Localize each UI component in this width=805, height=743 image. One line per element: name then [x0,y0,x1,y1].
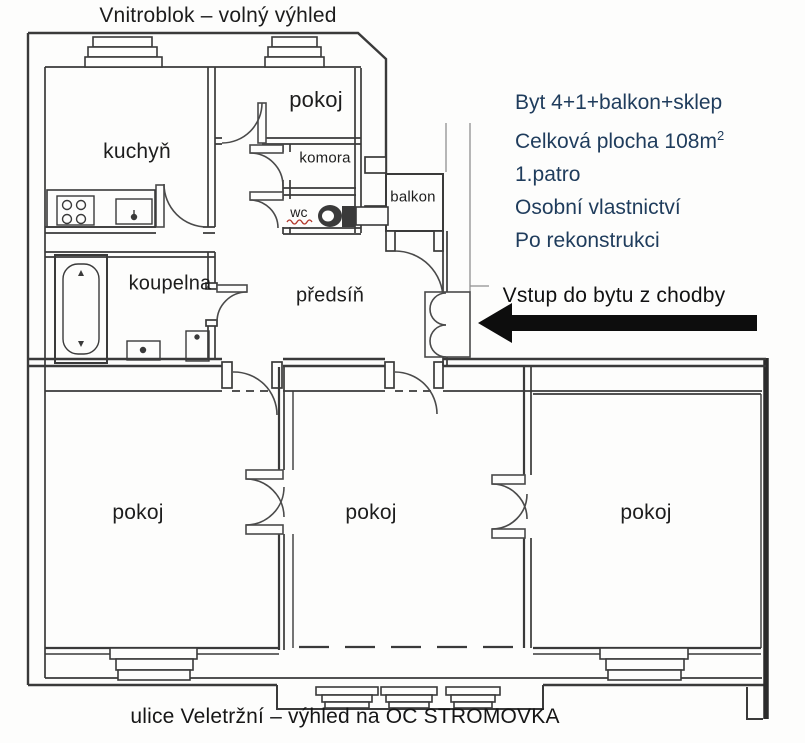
room-label-top-room: pokoj [289,87,343,112]
window-bottom-right-icon [599,647,689,681]
kitchen-bathroom-walls [45,67,218,359]
listing-info-line1: Byt 4+1+balkon+sklep [515,91,723,114]
kitchen-counter-icon [46,189,156,228]
entrance-label: Vstup do bytu z chodby [502,284,726,307]
listing-info-area-sup: 2 [716,128,725,143]
kitchen-sink-icon [115,198,153,225]
window-bottom-left-icon [109,647,198,681]
listing-info-line2: Celková plocha 108m2 [515,119,724,158]
listing-info-line4: Osobní vlastnictví [515,196,681,219]
washer-icon [185,330,210,362]
room-label-kitchen: kuchyň [103,140,171,163]
middle-room-door-icon [394,371,438,415]
listing-info: Byt 4+1+balkon+sklep Celková plocha 108m… [515,86,724,257]
wc-spellcheck-underline [286,219,313,225]
room-label-pantry: komora [299,149,351,167]
window-top-kitchen-icon [84,36,163,68]
hall-walls [442,231,448,366]
room-label-left-room: pokoj [112,501,164,524]
doors [155,102,528,539]
kitchen-door-icon [155,183,208,228]
windows [84,36,689,710]
entrance-arrow-icon [478,303,757,343]
listing-info-line5: Po rekonstrukci [515,229,660,252]
courtyard-caption: Vnitroblok – volný výhled [99,4,337,27]
bathroom-sink-icon [126,340,161,361]
balcony-door-icon [394,250,444,300]
top-room-walls [215,68,362,233]
room-label-bathroom: koupelna [128,272,212,295]
room-label-hall: předsíň [295,284,365,307]
bathtub-icon [54,254,108,364]
wc-door-icon [249,191,284,229]
room-label-middle-room: pokoj [345,501,397,524]
window-top-room-icon [264,36,325,68]
room-label-wc: wc [290,204,308,220]
street-caption: ulice Veletržní – výhled na OC STROMOVKA [130,705,560,728]
bathroom-door-icon [216,284,248,323]
toilet-icon [318,205,389,227]
double-door-left-icon [245,469,285,535]
stove-icon [56,195,95,226]
entrance-door-icon [424,291,471,358]
double-door-right-icon [491,474,528,539]
fixtures [46,189,389,364]
top-room-door-icon [221,102,267,144]
corridor-lines [445,123,489,292]
room-label-balcony: balkon [390,188,436,206]
pantry-door-icon [249,144,284,187]
listing-info-line3: 1.patro [515,163,581,186]
bay-window-icon [276,685,544,710]
room-label-right-room: pokoj [620,501,672,524]
left-room-door-icon [232,371,278,416]
dividing-wall [28,357,766,392]
listing-info-area: Celková plocha 108m [515,130,717,153]
